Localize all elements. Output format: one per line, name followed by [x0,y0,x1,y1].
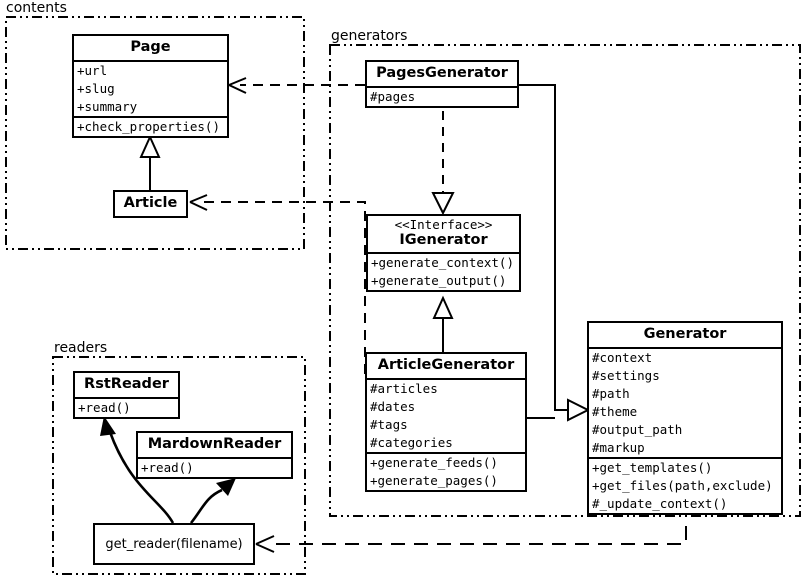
package-frame-contents [5,16,305,250]
function-get-reader-label: get_reader(filename) [105,536,243,552]
method-check-properties: +check_properties() [77,118,220,134]
class-article-generator[interactable]: ArticleGenerator #articles #dates #tags … [365,352,527,492]
method-mardown-read: +read() [141,459,194,475]
package-label-contents: contents [6,0,67,16]
class-article[interactable]: Article [113,190,188,218]
call-get-reader-rstreader [100,416,175,524]
class-igenerator[interactable]: <<Interface>> IGenerator +generate_conte… [366,214,521,293]
attribute-settings: #settings [592,367,660,383]
class-igenerator-methods: +generate_context() +generate_output() [368,252,519,290]
attribute-pages: #pages [370,88,416,104]
class-rst-reader[interactable]: RstReader +read() [73,371,180,419]
attribute-categories: #categories [370,434,453,450]
class-generator[interactable]: Generator #context #settings #path #them… [587,321,783,515]
class-mardown-reader-name: MardownReader [147,436,282,452]
method-generate-feeds: +generate_feeds() [370,454,498,470]
package-label-readers: readers [54,340,108,356]
class-generator-name: Generator [643,326,727,342]
class-mardown-reader-methods: +read() [138,456,291,477]
class-igenerator-stereotype: <<Interface>> [394,217,493,232]
class-pages-generator-name: PagesGenerator [376,65,508,81]
dependency-generator-get-reader [255,503,687,553]
generalization-generators-generator [519,84,591,422]
class-rst-reader-methods: +read() [75,396,178,417]
dependency-pagesgenerator-page [228,77,365,94]
package-frame-readers [52,356,306,575]
class-igenerator-header: <<Interface>> IGenerator [368,216,519,252]
method-generate-pages: +generate_pages() [370,472,498,488]
method-generate-context: +generate_context() [371,255,514,271]
attribute-slug: +slug [77,80,115,96]
attribute-theme: #theme [592,403,638,419]
method-update-context: #_update_context() [592,495,728,511]
function-get-reader[interactable]: get_reader(filename) [93,523,255,565]
attribute-path: #path [592,385,630,401]
method-generate-output: +generate_output() [371,273,507,289]
attribute-markup: #markup [592,439,645,455]
package-label-generators: generators [331,28,408,44]
attribute-summary: +summary [77,98,138,114]
class-article-generator-attributes: #articles #dates #tags #categories [367,377,525,452]
class-pages-generator[interactable]: PagesGenerator #pages [365,60,519,108]
class-mardown-reader[interactable]: MardownReader +read() [136,431,293,479]
call-get-reader-mardownreader [189,478,236,524]
class-page[interactable]: Page +url +slug +summary +check_properti… [72,34,229,138]
class-article-name: Article [123,195,178,211]
method-rst-read: +read() [78,399,131,415]
class-article-generator-methods: +generate_feeds() +generate_pages() [367,451,525,490]
generalization-articlegenerator-igenerator [432,295,454,352]
class-page-attributes: +url +slug +summary [74,59,227,116]
generalization-article-page [139,134,161,190]
class-igenerator-name: IGenerator [399,231,488,248]
method-get-files: +get_files(path,exclude) [592,477,773,493]
class-pages-generator-attributes: #pages [367,85,517,106]
attribute-context: #context [592,349,653,365]
attribute-tags: #tags [370,416,408,432]
attribute-url: +url [77,62,108,78]
realization-pagesgenerator-igenerator [431,111,455,216]
attribute-articles: #articles [370,380,438,396]
attribute-dates: #dates [370,398,416,414]
class-generator-attributes: #context #settings #path #theme #output_… [589,346,781,457]
class-article-generator-name: ArticleGenerator [377,357,515,373]
attribute-output-path: #output_path [592,421,683,437]
class-page-methods: +check_properties() [74,115,227,136]
class-rst-reader-name: RstReader [84,376,169,392]
dependency-articlegenerator-article [189,194,366,374]
method-get-templates: +get_templates() [592,459,713,475]
class-generator-methods: +get_templates() +get_files(path,exclude… [589,456,781,513]
class-page-name: Page [130,39,171,55]
package-frame-generators [329,44,801,517]
